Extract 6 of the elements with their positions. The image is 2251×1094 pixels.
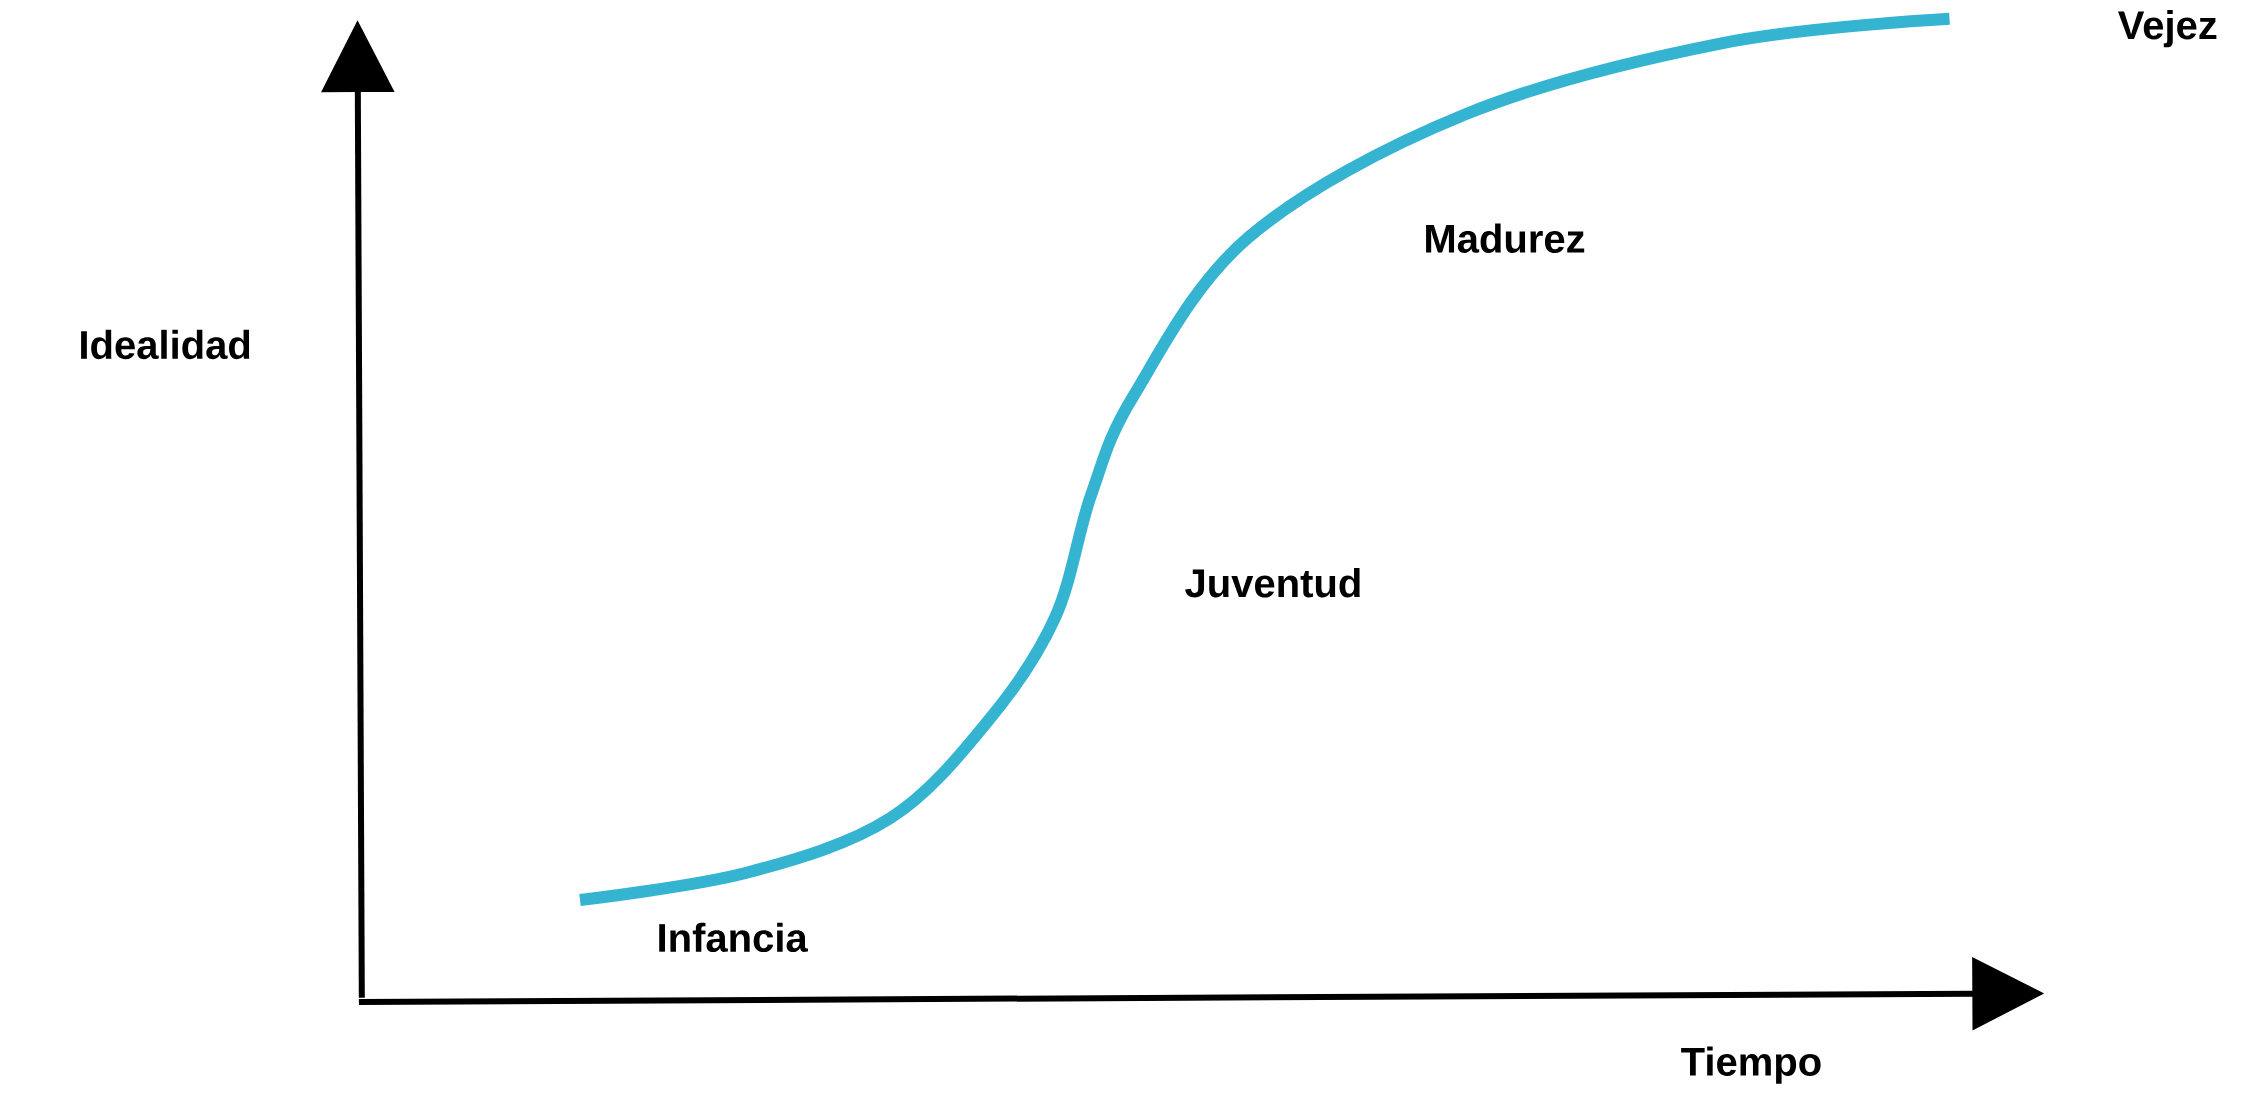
- stage-label: Vejez: [2118, 10, 2217, 48]
- axis-label: Idealidad: [81, 329, 250, 360]
- stage-label: Juventud: [1185, 568, 1360, 598]
- stage-label: Infancia: [659, 922, 808, 953]
- stage-label: Madurez: [1426, 223, 1585, 253]
- axis-label: Tiempo: [1681, 1046, 1821, 1084]
